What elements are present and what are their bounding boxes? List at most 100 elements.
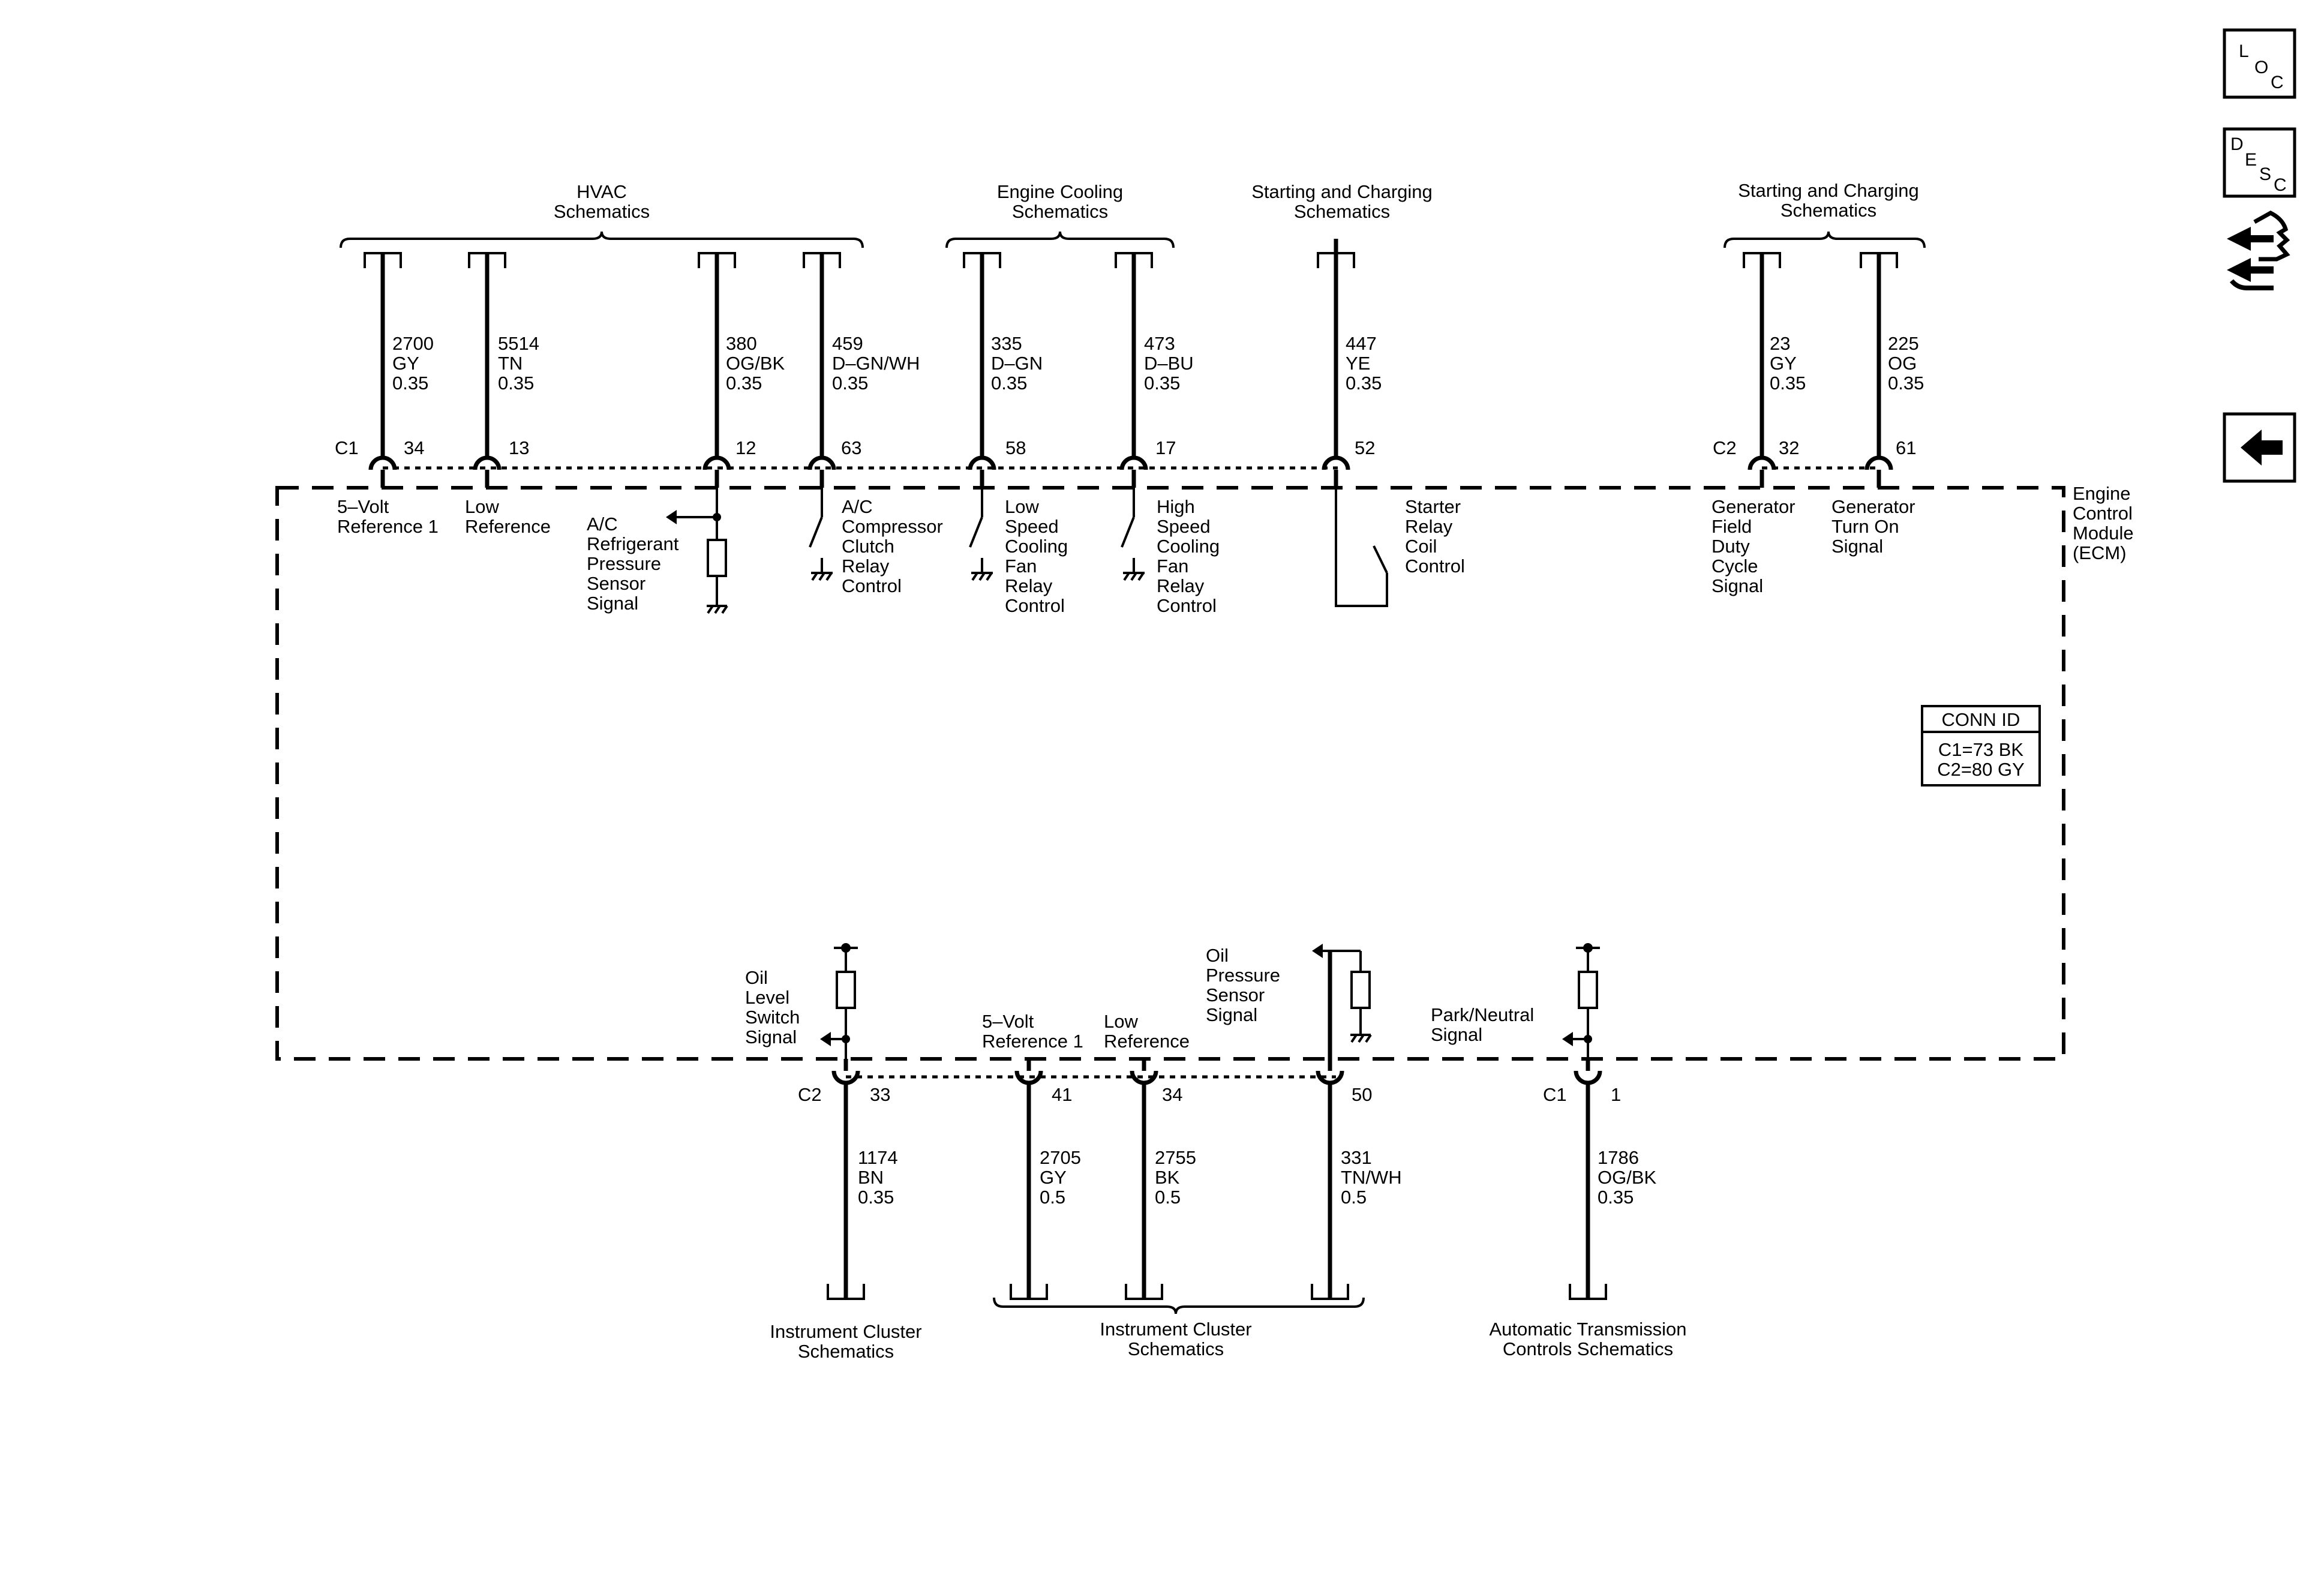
desc-button[interactable]: D E S C	[2223, 127, 2296, 198]
function-label: Speed	[1157, 516, 1211, 537]
bottom-wire-2705[interactable]: 41 2705 GY 0.5	[1010, 1059, 1081, 1300]
top-wire-2700[interactable]: 2700 GY 0.35 34	[364, 252, 434, 488]
ecm-func-low-ref-top: Low Reference	[465, 496, 551, 537]
loc-button[interactable]: L O C	[2223, 28, 2296, 99]
wire-gauge: 0.35	[1888, 373, 1924, 394]
pin-number: 34	[1162, 1084, 1182, 1105]
wire-gauge: 0.35	[858, 1187, 894, 1208]
function-label: Reference 1	[337, 516, 439, 537]
function-label: Control	[1157, 595, 1217, 616]
function-label: Field	[1712, 516, 1752, 537]
top-wire-23[interactable]: 23 GY 0.35 32	[1743, 252, 1806, 488]
top-wire-459[interactable]: 459 D–GN/WH 0.35 63	[803, 252, 920, 488]
top-group-starting-charging-2[interactable]: Starting and Charging Schematics	[1724, 180, 1926, 248]
circuit-number: 2700	[392, 333, 434, 354]
function-label: Clutch	[842, 536, 894, 557]
function-label: Reference 1	[982, 1031, 1083, 1052]
function-label: Cooling	[1157, 536, 1220, 557]
wire-color: OG	[1888, 353, 1917, 374]
function-label: Generator	[1831, 496, 1915, 517]
top-group-hvac[interactable]: HVAC Schematics	[340, 181, 864, 248]
pin-number: 52	[1355, 437, 1375, 458]
wire-color: GY	[1040, 1167, 1067, 1188]
top-wire-225[interactable]: 225 OG 0.35 61	[1860, 252, 1924, 488]
bottom-wire-1786[interactable]: 1 1786 OG/BK 0.35	[1569, 1059, 1657, 1300]
bottom-wire-331[interactable]: 50 331 TN/WH 0.5	[1311, 951, 1402, 1300]
wire-gauge: 0.35	[1144, 373, 1180, 394]
pin-number: 34	[404, 437, 424, 458]
wire-gauge: 0.5	[1155, 1187, 1181, 1208]
bottom-group-instrument-cluster-2[interactable]: Instrument Cluster Schematics	[993, 1297, 1365, 1359]
top-wire-380[interactable]: 380 OG/BK 0.35 12	[698, 252, 785, 488]
module-name-line: (ECM)	[2073, 542, 2127, 563]
bottom-wire-2755[interactable]: 34 2755 BK 0.5	[1125, 1059, 1196, 1300]
conn-id-line: C1=73 BK	[1938, 739, 2024, 760]
connector-label: C1	[1543, 1084, 1567, 1105]
group-label: Controls Schematics	[1503, 1338, 1673, 1359]
wire-color: BN	[858, 1167, 884, 1188]
top-group-starting-charging-1[interactable]: Starting and Charging Schematics	[1251, 181, 1433, 222]
top-wire-447[interactable]: 447 YE 0.35 52	[1317, 239, 1382, 488]
function-label: Pressure	[1206, 965, 1280, 986]
connector-label: C1	[335, 437, 359, 458]
bottom-group-auto-trans[interactable]: Automatic Transmission Controls Schemati…	[1489, 1319, 1686, 1359]
wire-color: D–GN	[991, 353, 1043, 374]
back-arrow-button[interactable]	[2223, 412, 2296, 483]
top-wire-473[interactable]: 473 D–BU 0.35 17	[1115, 252, 1194, 488]
loc-letter: C	[2271, 73, 2284, 92]
function-label: Coil	[1405, 536, 1437, 557]
ecm-func-5v-ref-1-bottom: 5–Volt Reference 1	[982, 1011, 1083, 1052]
park-neutral-circuit: Park/Neutral Signal	[1431, 943, 1600, 1059]
circuit-number: 1786	[1598, 1147, 1639, 1168]
connector-label: C2	[1713, 437, 1737, 458]
desc-letter: C	[2274, 175, 2287, 195]
function-label: High	[1157, 496, 1195, 517]
circuit-number: 5514	[498, 333, 539, 354]
module-name-line: Control	[2073, 503, 2133, 524]
function-label: Sensor	[1206, 984, 1265, 1005]
pin-number: 61	[1896, 437, 1916, 458]
group-label: Schematics	[1012, 201, 1108, 222]
circuit-number: 1174	[858, 1147, 898, 1168]
function-label: Sensor	[587, 573, 645, 594]
circuit-number: 335	[991, 333, 1022, 354]
pin-number: 17	[1155, 437, 1176, 458]
low-speed-fan-relay-driver: Low Speed Cooling Fan Relay Control	[969, 488, 1068, 616]
bottom-wire-1174[interactable]: 33 1174 BN 0.35	[827, 1059, 898, 1300]
function-label: Relay	[1405, 516, 1453, 537]
top-wire-335[interactable]: 335 D–GN 0.35 58	[963, 252, 1043, 488]
wire-gauge: 0.35	[392, 373, 428, 394]
wire-gauge: 0.35	[1770, 373, 1806, 394]
top-wire-5514[interactable]: 5514 TN 0.35 13	[468, 252, 539, 488]
pin-number: 41	[1052, 1084, 1072, 1105]
conn-id-title: CONN ID	[1942, 709, 2020, 730]
group-label: Schematics	[1780, 200, 1876, 221]
desc-letter: S	[2259, 164, 2271, 184]
ac-clutch-relay-driver: A/C Compressor Clutch Relay Control	[809, 488, 943, 596]
high-speed-fan-relay-driver: High Speed Cooling Fan Relay Control	[1121, 488, 1220, 616]
ac-pressure-sensor-circuit: A/C Refrigerant Pressure Sensor Signal	[587, 488, 728, 614]
desc-letter: E	[2245, 150, 2257, 170]
function-label: Low	[1104, 1011, 1138, 1032]
bottom-group-instrument-cluster-1[interactable]: Instrument Cluster Schematics	[770, 1321, 921, 1362]
wire-gauge: 0.35	[991, 373, 1027, 394]
function-label: Control	[842, 575, 902, 596]
ecm-func-5v-ref-1-top: 5–Volt Reference 1	[337, 496, 439, 537]
pin-number: 13	[509, 437, 529, 458]
function-label: Signal	[1712, 575, 1763, 596]
wire-gauge: 0.5	[1341, 1187, 1367, 1208]
wire-color: GY	[1770, 353, 1797, 374]
function-label: Level	[745, 987, 789, 1008]
function-label: Fan	[1157, 556, 1188, 577]
circuit-number: 225	[1888, 333, 1919, 354]
back-arrow-icon	[2241, 430, 2283, 466]
top-group-engine-cooling[interactable]: Engine Cooling Schematics	[945, 181, 1175, 248]
loc-letter: O	[2254, 58, 2268, 77]
conn-id-line: C2=80 GY	[1937, 759, 2025, 780]
wire-gauge: 0.35	[1346, 373, 1382, 394]
connector-harness-icon[interactable]	[2227, 211, 2290, 290]
wire-gauge: 0.35	[832, 373, 868, 394]
desc-letter: D	[2230, 134, 2244, 154]
function-label: Switch	[745, 1007, 800, 1028]
group-label: Schematics	[554, 201, 650, 222]
